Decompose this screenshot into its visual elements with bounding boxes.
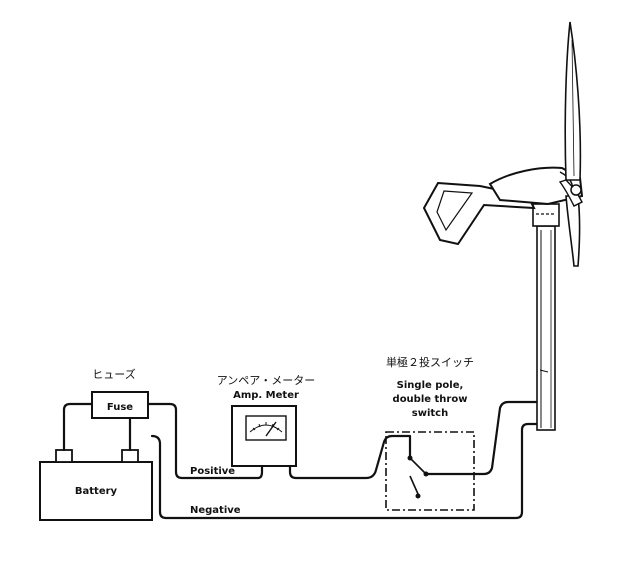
positive-label: Positive	[190, 466, 235, 477]
switch-label-jp: 単極２投スイッチ	[386, 355, 474, 369]
amp-meter: アンペア・メーター Amp. Meter	[217, 374, 316, 467]
wire-negative-return	[150, 422, 538, 520]
wire-battery-to-fuse	[62, 402, 94, 452]
meter-dial	[245, 415, 287, 441]
battery: Battery	[39, 449, 153, 521]
wire-switch-to-turbine	[424, 400, 538, 476]
fuse-label-jp: ヒューズ	[92, 367, 135, 381]
meter-needle	[265, 421, 277, 437]
fuse-label: Fuse	[107, 402, 133, 413]
battery-terminal-positive	[121, 449, 139, 463]
wiring	[62, 400, 538, 520]
fuse: Fuse ヒューズ	[91, 367, 149, 419]
negative-label: Negative	[190, 505, 241, 516]
switch-label-line1: Single pole,	[397, 380, 464, 391]
wire-positive-fuse-to-meter	[146, 402, 264, 480]
amp-meter-label-jp: アンペア・メーター	[217, 374, 316, 387]
spdt-switch: 単極２投スイッチ Single pole, double throw switc…	[385, 355, 475, 511]
wire-meter-to-switch	[288, 434, 412, 480]
amp-meter-label: Amp. Meter	[233, 390, 299, 401]
switch-blade	[409, 457, 427, 475]
switch-label-line3: switch	[412, 408, 448, 419]
rotor-blades	[558, 21, 583, 267]
yaw-collar	[532, 203, 560, 227]
tower-pole	[536, 225, 556, 431]
wind-turbine	[422, 21, 584, 431]
battery-label: Battery	[75, 486, 118, 497]
switch-label-line2: double throw	[393, 394, 468, 405]
battery-terminal-negative	[55, 449, 73, 463]
